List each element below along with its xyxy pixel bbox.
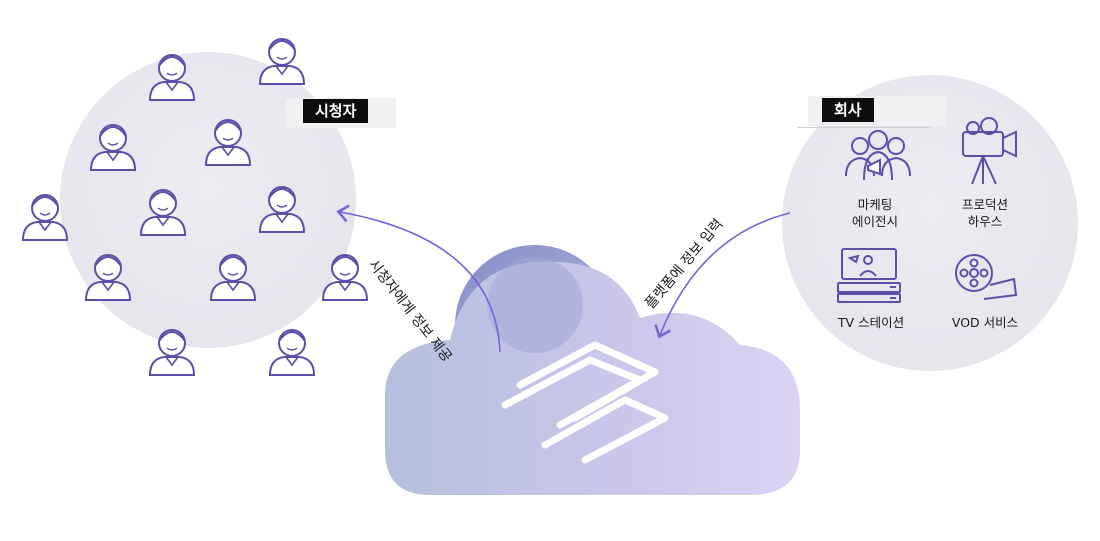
marketing-agency-icon: [845, 130, 911, 181]
tv-station-icon: [837, 248, 901, 303]
company-tag-rule: [797, 127, 930, 128]
platform-logo: [501, 341, 669, 464]
film-reel-icon: [955, 254, 1018, 300]
service-label-tv-station: TV 스테이션: [837, 315, 905, 330]
viewer-icon: [259, 38, 305, 85]
video-camera-icon: [962, 117, 1017, 185]
arrow-to-viewers: [336, 204, 501, 353]
arrow-to-platform: [654, 212, 791, 339]
service-label-vod: VOD 서비스: [951, 315, 1019, 330]
service-label-production: 프로덕션 하우스: [961, 197, 1008, 229]
viewers-circle: [60, 52, 356, 348]
service-label-marketing: 마케팅 에이전시: [851, 197, 898, 229]
platform-cloud: [385, 245, 800, 495]
viewer-group-label: 시청자: [303, 99, 369, 123]
viewer-icon: [269, 329, 315, 376]
company-group-label: 회사: [822, 98, 874, 122]
